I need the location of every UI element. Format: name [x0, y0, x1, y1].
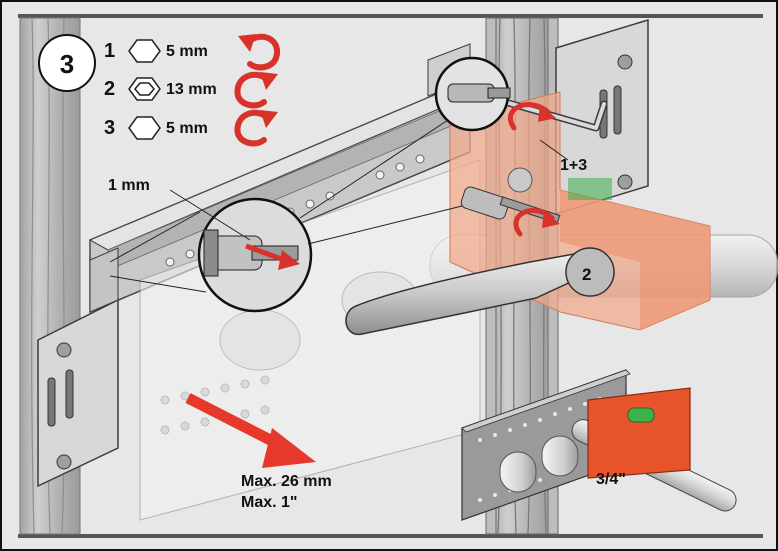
- leader-lines: [109, 119, 569, 293]
- clockwise-arrow-icon-3: [234, 109, 271, 147]
- counterclockwise-arrow-icon: [245, 33, 281, 71]
- magnifier-push-arrow: [245, 243, 300, 270]
- ratchet-wrench: [345, 247, 615, 335]
- hex-key-icon-3: [128, 116, 161, 140]
- socket-step-label: 2: [582, 265, 591, 284]
- magnifier-top: [434, 56, 511, 132]
- legend-index-3: 3: [104, 117, 115, 139]
- legend-index-2: 2: [104, 78, 115, 100]
- clockwise-arrowhead-3: [260, 110, 278, 128]
- counterclockwise-arrowhead: [238, 34, 256, 52]
- bottom-rule: [18, 534, 763, 538]
- socket-inner-icon: [134, 82, 155, 96]
- rotation-arrowhead-top: [538, 104, 556, 122]
- hex-key-icon: [128, 39, 161, 63]
- hex-key-tool: [466, 88, 608, 132]
- left-bracket: [37, 247, 119, 488]
- legend-size-1: 5 mm: [166, 43, 208, 60]
- gap-label: 1 mm: [108, 177, 150, 194]
- magnifier-center: [197, 197, 313, 313]
- rotation-arrowhead-mid: [542, 210, 560, 228]
- legend-size-3: 5 mm: [166, 120, 208, 137]
- mounting-rail: [88, 78, 490, 314]
- max-depth-arrow: [185, 393, 316, 468]
- hex-key-steps-label: 1+3: [560, 157, 587, 174]
- clockwise-arrowhead-2: [260, 72, 278, 90]
- step-badge: 3: [38, 34, 96, 92]
- top-rule: [18, 14, 763, 18]
- max-depth-mm-label: Max. 26 mm: [241, 473, 332, 490]
- legend-size-2: 13 mm: [166, 81, 217, 98]
- bottom-assembly: [461, 369, 737, 521]
- tool-legend: 1 5 mm 2 13 mm 3 5 mm: [104, 33, 281, 147]
- clockwise-arrow-icon-2: [234, 71, 271, 109]
- step-number: 3: [60, 49, 74, 79]
- pipe-size-label: 3/4": [596, 471, 626, 488]
- max-depth-in-label: Max. 1": [241, 494, 298, 511]
- legend-index-1: 1: [104, 40, 115, 62]
